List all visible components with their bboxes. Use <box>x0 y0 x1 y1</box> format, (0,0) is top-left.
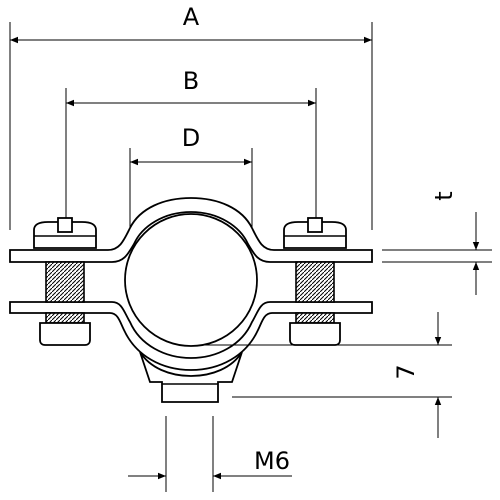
dimension-7: 7 <box>205 312 452 438</box>
pipe-circle <box>124 213 258 347</box>
left-screw-slot <box>57 217 73 233</box>
right-screw-thread-lower <box>295 312 335 324</box>
label-seven: 7 <box>392 364 420 379</box>
left-screw-thread-upper <box>45 261 85 303</box>
right-screw-head <box>283 221 347 249</box>
weld-nut <box>139 351 243 403</box>
dimension-b: B <box>65 67 317 222</box>
left-screw-thread-lower <box>45 312 85 324</box>
right-screw <box>283 217 347 346</box>
dimension-t: t <box>382 191 492 295</box>
label-t: t <box>430 191 458 200</box>
dimension-m6: M6 <box>128 416 292 492</box>
left-screw-tip <box>39 322 91 346</box>
left-screw-head <box>33 221 97 249</box>
label-b: B <box>183 67 199 95</box>
dimension-d: D <box>129 124 253 230</box>
right-screw-thread-upper <box>295 261 335 303</box>
label-a: A <box>183 3 200 31</box>
upper-strap <box>9 197 373 263</box>
label-d: D <box>182 124 200 152</box>
right-screw-slot <box>307 217 323 233</box>
right-screw-tip <box>289 322 341 346</box>
label-m6: M6 <box>254 447 290 475</box>
lower-strap <box>9 301 373 371</box>
dimension-a: A <box>9 3 373 230</box>
left-screw <box>33 217 97 346</box>
